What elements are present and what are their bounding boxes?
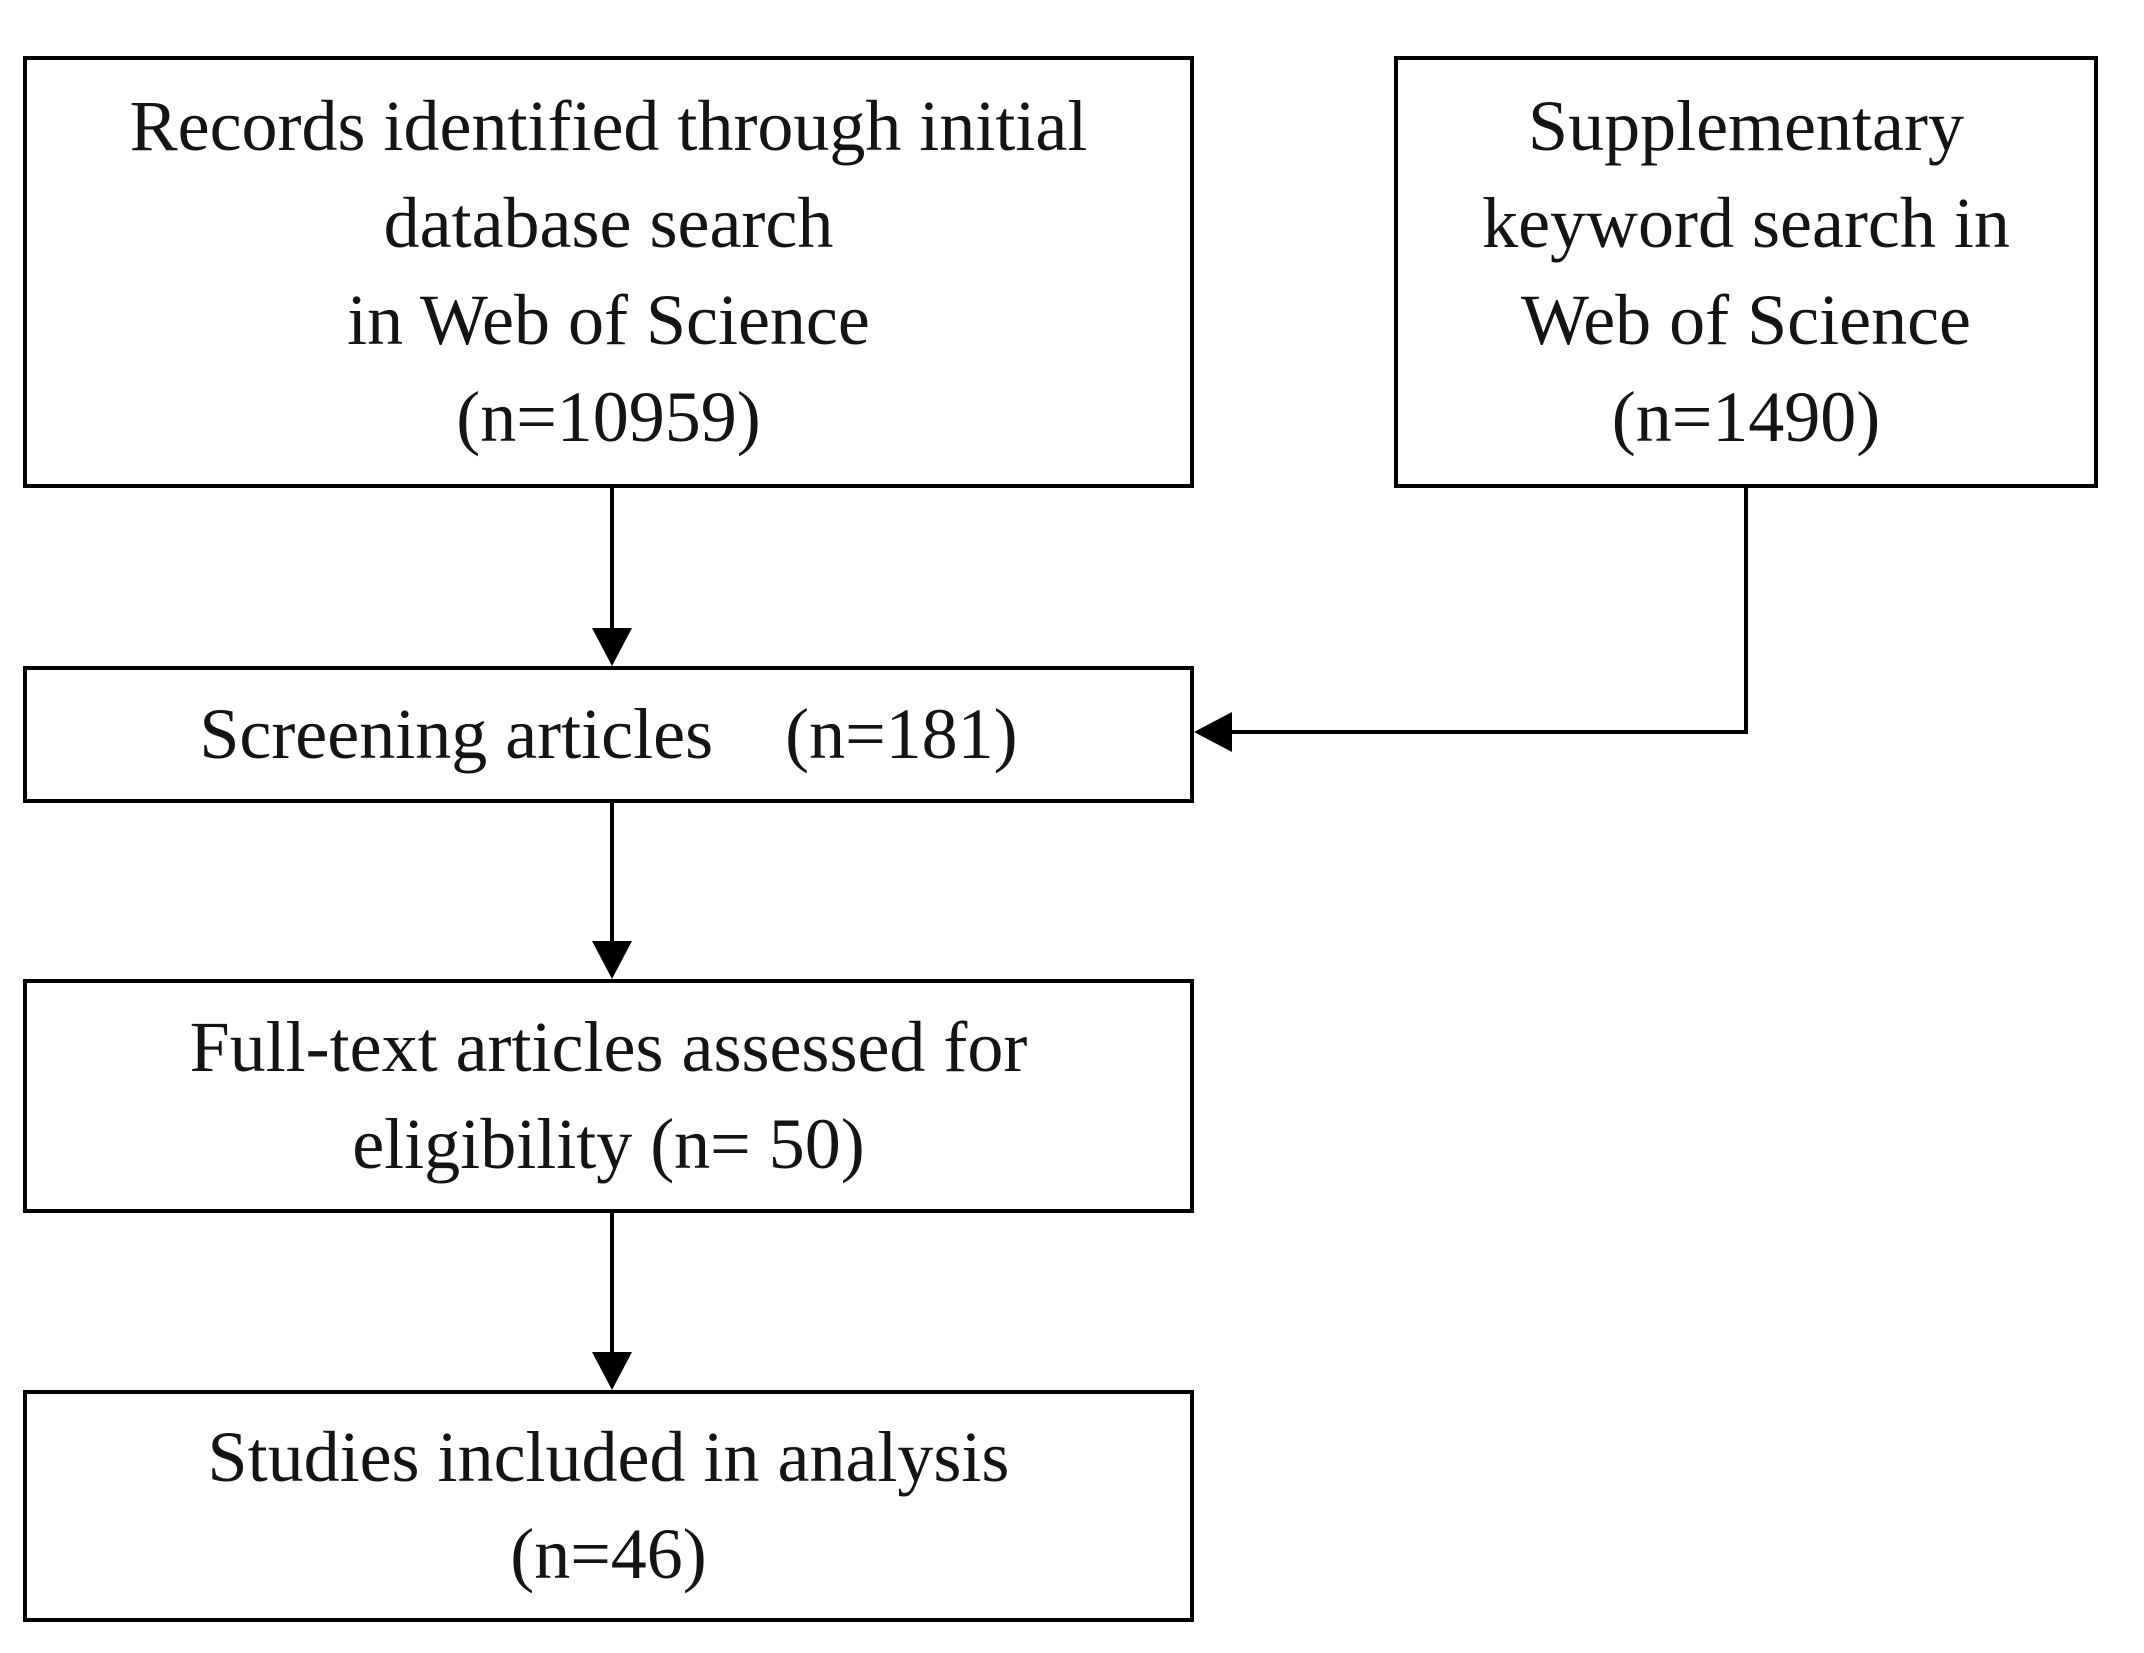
arrow-line: [610, 1213, 614, 1352]
box-line: Records identified through initial: [129, 86, 1088, 166]
arrowhead: [592, 1352, 632, 1390]
flow-box-screening-articles: Screening articles (n=181): [23, 666, 1194, 803]
box-count: (n=46): [510, 1514, 707, 1594]
box-line: keyword search in: [1482, 183, 2010, 263]
box-line: database search: [383, 183, 834, 263]
flow-box-records-initial-search: Records identified through initial datab…: [23, 56, 1194, 488]
box-count: eligibility (n= 50): [352, 1104, 865, 1184]
box-count: (n=1490): [1611, 377, 1881, 457]
arrowhead: [592, 628, 632, 666]
arrowhead: [1194, 712, 1232, 752]
flow-box-fulltext-assessed: Full-text articles assessed for eligibil…: [23, 979, 1194, 1213]
box-line: Supplementary: [1528, 86, 1964, 166]
arrowhead: [592, 941, 632, 979]
box-count: (n=10959): [456, 377, 761, 457]
arrow-line: [610, 488, 614, 630]
box-line: Web of Science: [1521, 280, 1971, 360]
box-line: in Web of Science: [347, 280, 870, 360]
arrow-line: [1744, 488, 1748, 734]
flow-box-studies-included: Studies included in analysis (n=46): [23, 1390, 1194, 1622]
flow-box-supplementary-search: Supplementary keyword search in Web of S…: [1394, 56, 2098, 488]
box-line: Studies included in analysis: [207, 1417, 1010, 1497]
arrow-line: [610, 803, 614, 943]
box-line: Full-text articles assessed for: [189, 1007, 1028, 1087]
box-line: Screening articles (n=181): [199, 694, 1018, 774]
arrow-line: [1228, 730, 1748, 734]
